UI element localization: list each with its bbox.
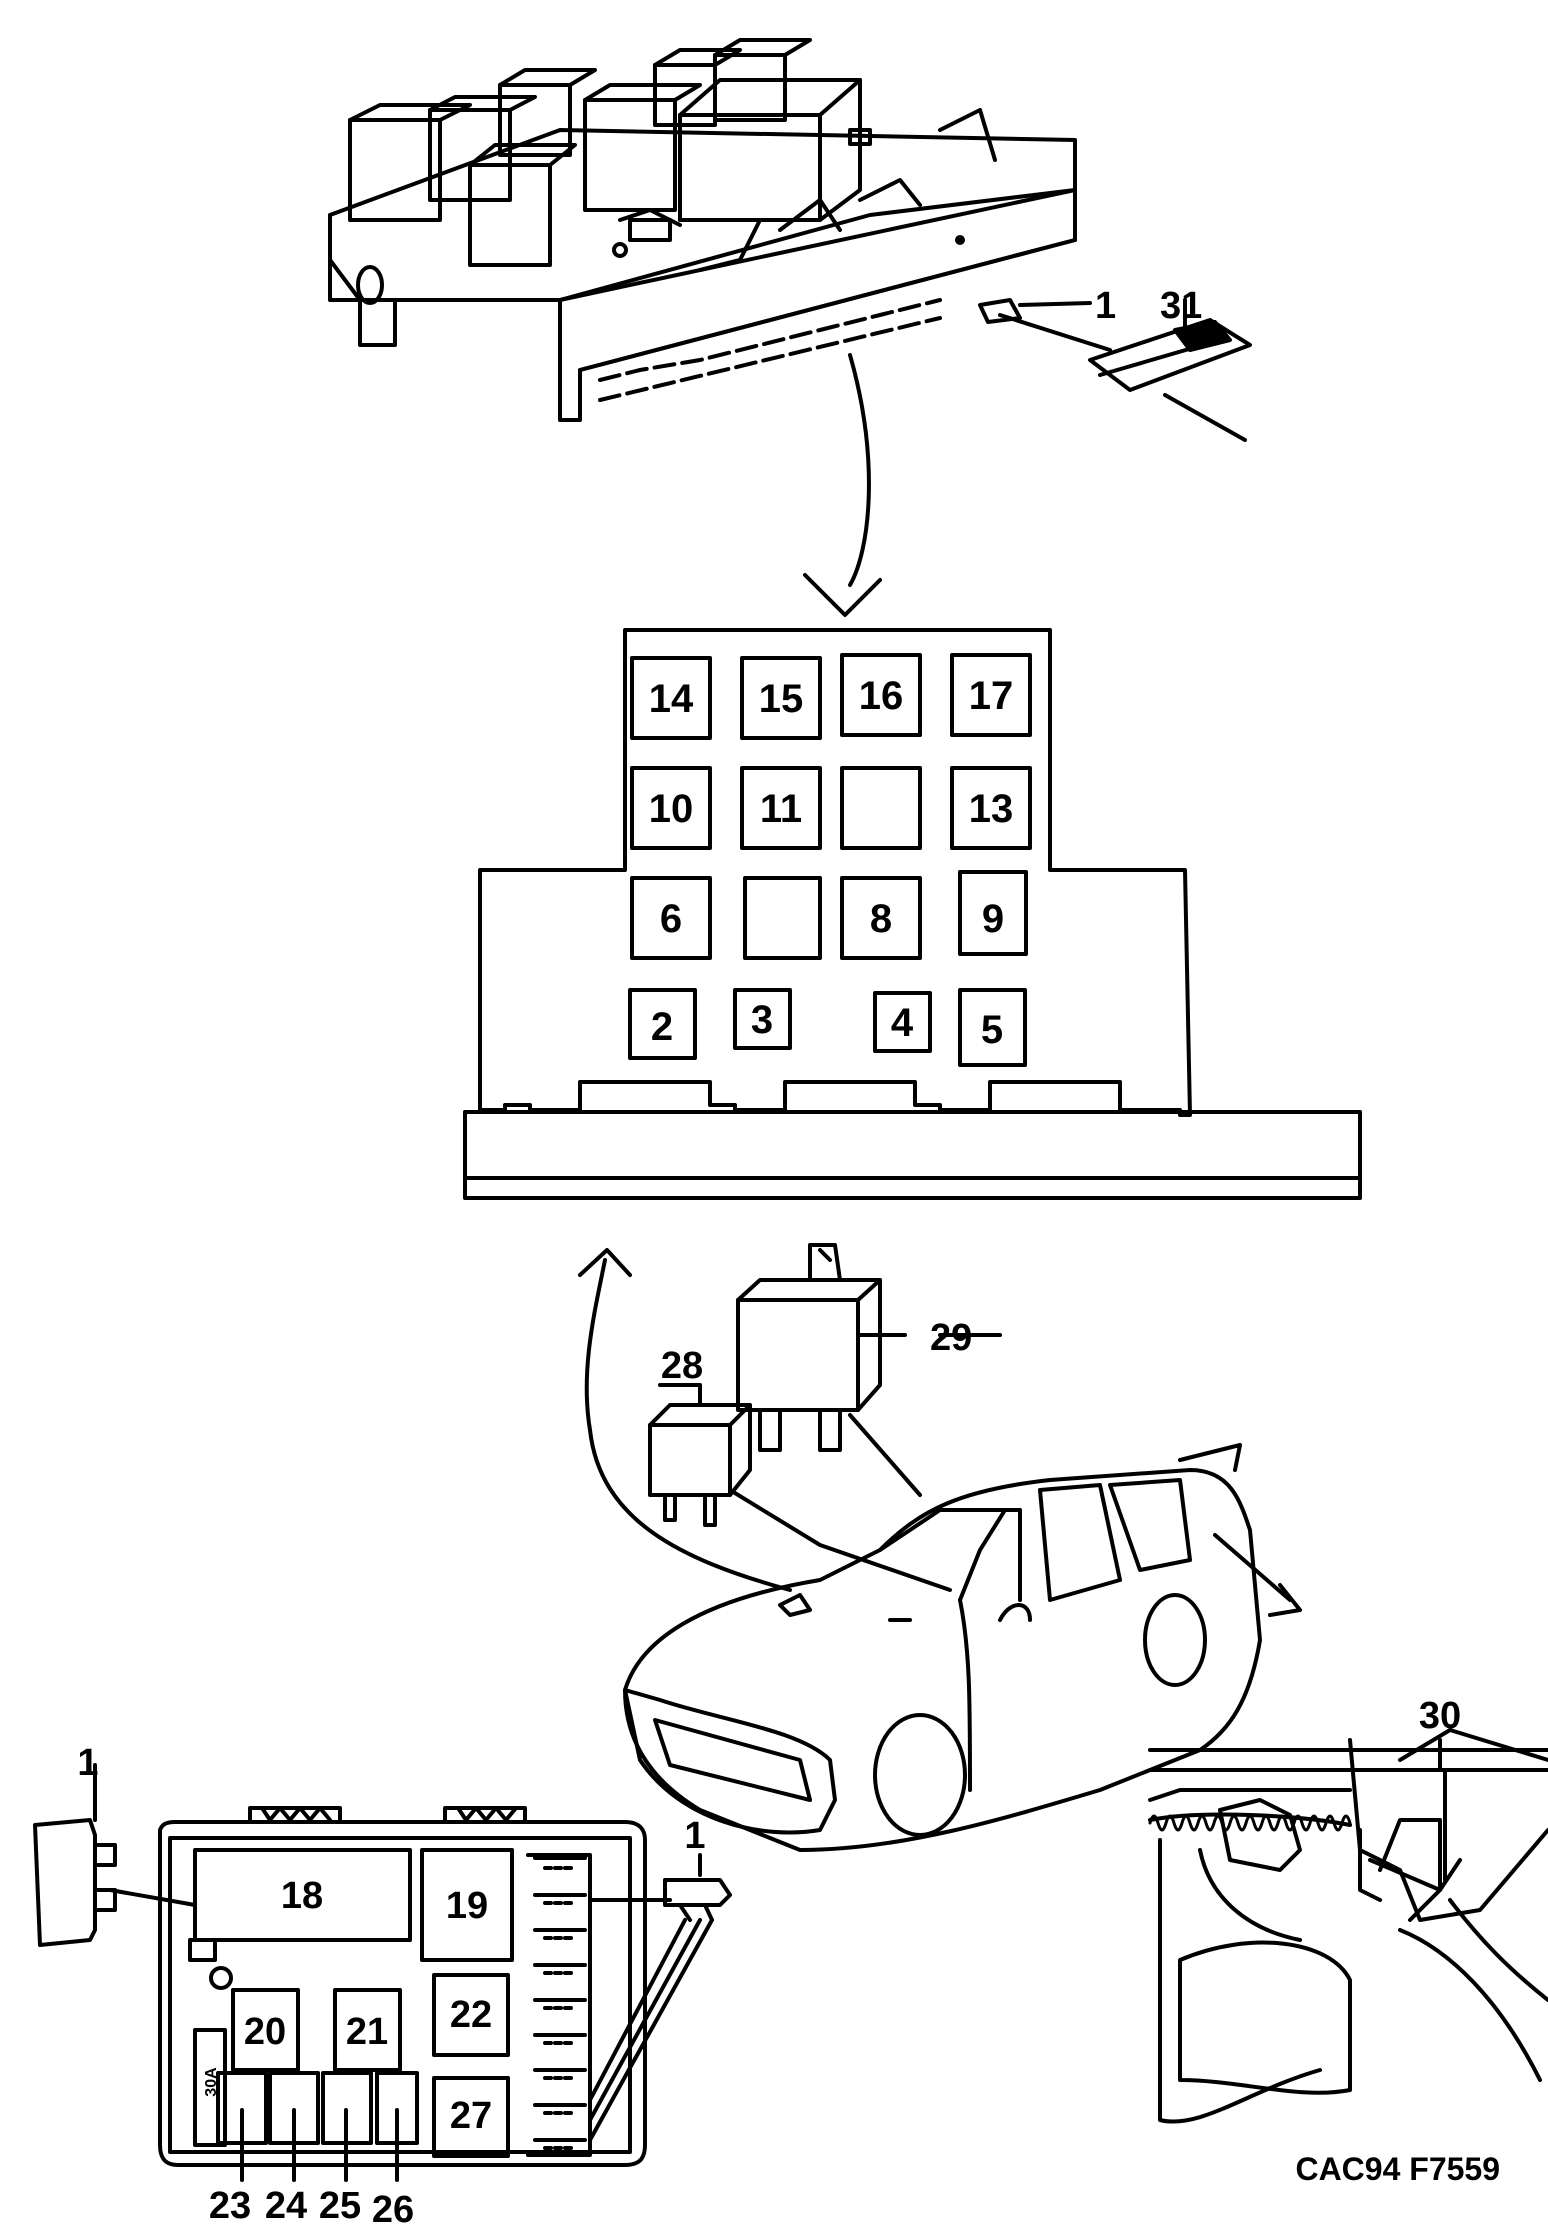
relay-slot-label: 8 <box>870 897 892 941</box>
relay-layout-plan <box>463 628 1362 1200</box>
relay-22-label: 22 <box>450 1994 492 2036</box>
arrow-up-icon <box>578 1248 792 1592</box>
relay-18-label: 18 <box>281 1875 323 1917</box>
relay-slot-label: 16 <box>859 674 904 718</box>
relay-slot-label: 9 <box>982 897 1004 941</box>
diagram-reference-code: CAC94 F7559 <box>1295 2151 1500 2187</box>
relay-slot-label: 10 <box>649 787 694 831</box>
callout-1-top: 1 <box>1095 285 1116 327</box>
relay-slot-label: 17 <box>969 674 1014 718</box>
relay-slot-label: 4 <box>891 1001 914 1045</box>
relay-20-label: 20 <box>244 2011 286 2053</box>
relay-27-label: 27 <box>450 2095 492 2137</box>
relay-21-label: 21 <box>346 2011 388 2053</box>
relay-28-drawing <box>648 1383 952 1592</box>
relay-slot-label: 3 <box>751 998 773 1042</box>
callout-24: 24 <box>265 2185 307 2227</box>
arrow-down-icon <box>803 353 882 617</box>
callout-1-left: 1 <box>77 1742 98 1784</box>
relay-slot-label: 5 <box>981 1008 1003 1052</box>
fuse-box-drawing <box>33 1763 732 2182</box>
engine-bay-detail-drawing <box>1148 1728 1548 2124</box>
relay-slot-label: 2 <box>651 1005 673 1049</box>
relay-19-label: 19 <box>446 1885 488 1927</box>
callout-25: 25 <box>319 2185 361 2227</box>
callout-31: 31 <box>1160 285 1202 327</box>
relay-slot-label: 15 <box>759 677 804 721</box>
fuse-puller-drawing <box>978 298 1252 442</box>
relay-slot-label: 13 <box>969 787 1014 831</box>
relay-slot-label: 6 <box>660 897 682 941</box>
callout-26: 26 <box>372 2189 414 2231</box>
callout-1-right: 1 <box>684 1815 705 1857</box>
relay-slot-label: 14 <box>649 677 694 721</box>
callout-23: 23 <box>209 2185 251 2227</box>
relay-29-drawing <box>736 1243 922 1497</box>
car-drawing <box>623 1443 1302 1852</box>
callout-28: 28 <box>661 1345 703 1387</box>
callout-30: 30 <box>1419 1695 1461 1737</box>
relay-carrier-drawing <box>328 38 1077 422</box>
engine-bay-spring <box>1148 1814 1352 1832</box>
fuse-30a-label: 30A <box>203 2067 220 2097</box>
relay-slot-label: 11 <box>760 787 802 831</box>
callout-29: 29 <box>930 1317 972 1359</box>
